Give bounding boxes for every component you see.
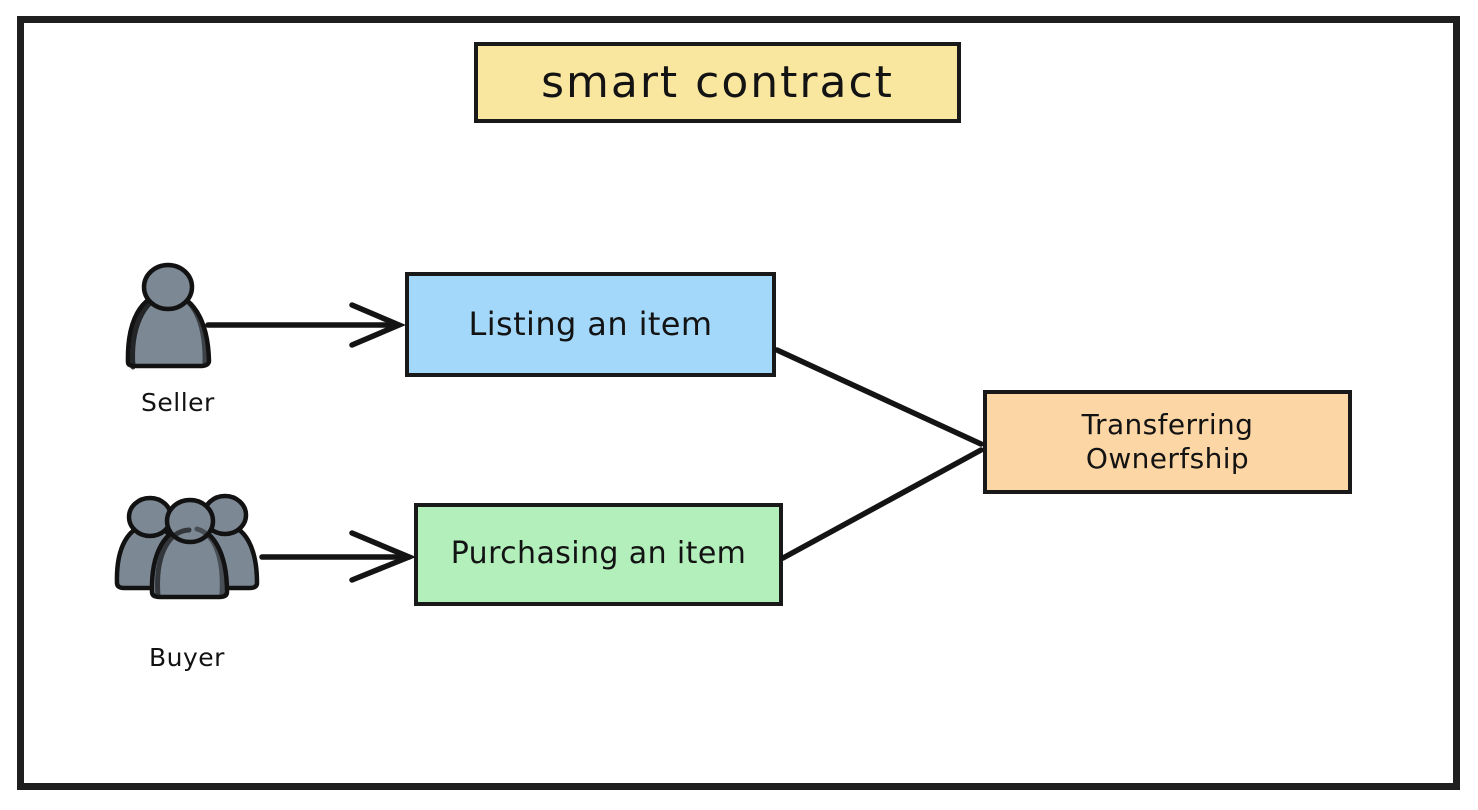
- diagram-outer-frame: [17, 16, 1460, 790]
- node-listing-an-item-label: Listing an item: [468, 304, 713, 343]
- actor-label-buyer: Buyer: [149, 643, 225, 672]
- node-purchasing-an-item[interactable]: Purchasing an item: [414, 503, 783, 606]
- node-purchasing-an-item-label: Purchasing an item: [450, 536, 747, 572]
- node-smart-contract-title[interactable]: smart contract: [474, 42, 961, 123]
- node-transferring-ownership[interactable]: Transferring Ownerfship: [983, 390, 1352, 494]
- node-listing-an-item[interactable]: Listing an item: [405, 272, 776, 377]
- node-transferring-ownership-label-line1: Transferring: [1081, 407, 1254, 441]
- node-transferring-ownership-label-line2: Ownerfship: [1085, 442, 1250, 475]
- actor-label-seller: Seller: [141, 388, 215, 417]
- node-smart-contract-title-label: smart contract: [541, 56, 894, 108]
